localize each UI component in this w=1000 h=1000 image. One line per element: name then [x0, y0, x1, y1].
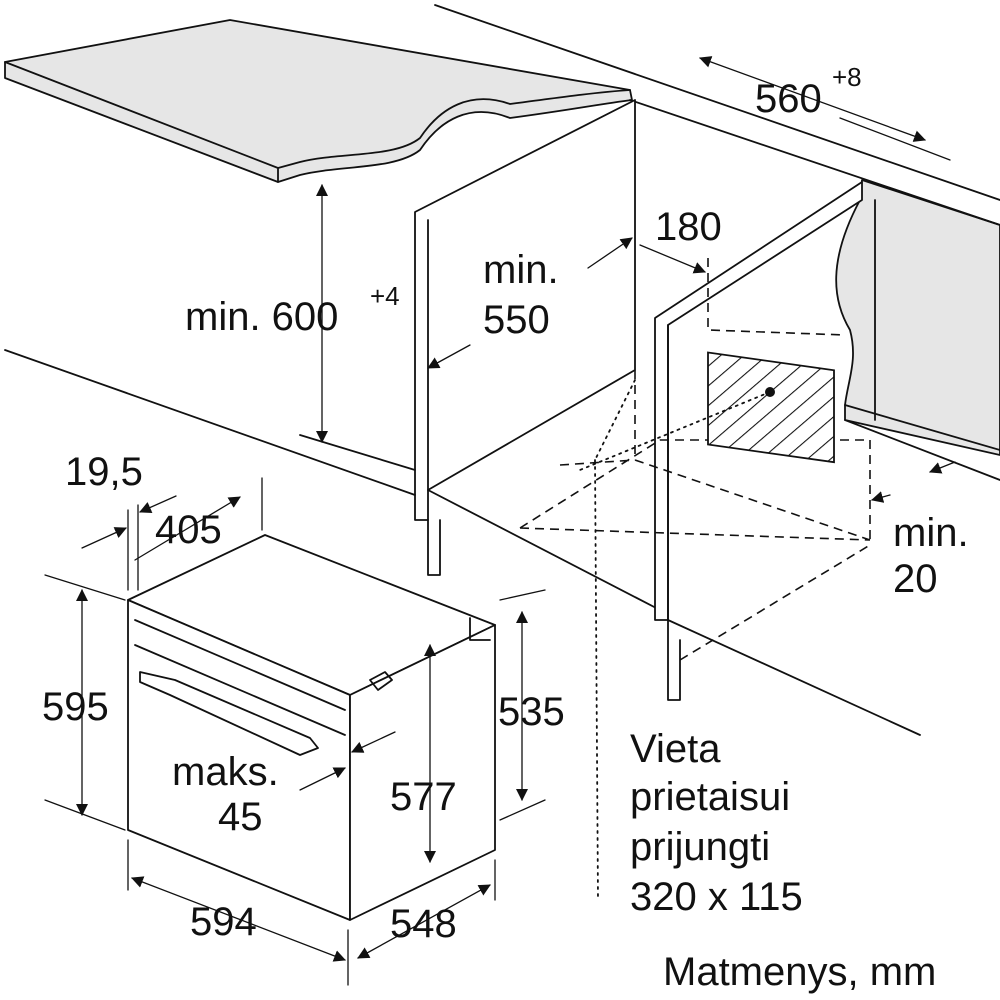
connection-note-line1: Vieta: [630, 727, 721, 771]
gap-label-line2: 20: [893, 557, 938, 601]
connection-note-line3: prijungti: [630, 825, 770, 869]
connection-note-line2: prietaisui: [630, 775, 790, 819]
body-height-label: 535: [498, 690, 565, 734]
gap-label-line1: min.: [893, 511, 969, 555]
niche-width-label-line1: min.: [483, 248, 559, 292]
oven: [127, 534, 496, 921]
connection-area: [707, 351, 835, 464]
connection-note-line4: 320 x 115: [630, 875, 803, 919]
body-offset-label: 405: [155, 508, 222, 552]
handle-label-line1: maks.: [172, 750, 279, 794]
cabinet-depth-tolerance: +8: [832, 62, 862, 92]
niche-width-label-line2: 550: [483, 298, 550, 342]
oven-width-label: 594: [190, 900, 257, 944]
oven-handle: [139, 671, 319, 756]
cabinet-depth-label: 560: [755, 77, 822, 121]
kitchen-cabinet: [4, 4, 1000, 901]
vent-depth-label: 180: [655, 205, 722, 249]
right-worktop: [835, 179, 1000, 456]
front-panel-label: 19,5: [65, 450, 143, 494]
oven-height-label: 595: [42, 685, 109, 729]
dimension-lines: [44, 56, 956, 986]
niche-height-tolerance: +4: [370, 281, 400, 311]
handle-label-line2: 45: [218, 795, 263, 839]
left-worktop: [4, 19, 633, 183]
units-caption: Matmenys, mm: [663, 950, 936, 994]
niche-height-label: min. 600: [185, 295, 338, 339]
oven-depth-label: 548: [390, 902, 457, 946]
oven-side: [349, 624, 496, 921]
inner-height-label: 577: [390, 775, 457, 819]
